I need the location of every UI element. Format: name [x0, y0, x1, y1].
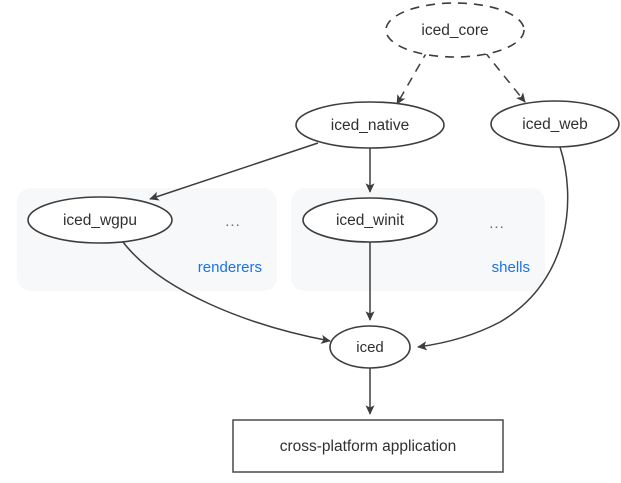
node-iced-web-shape[interactable] — [490, 100, 620, 148]
cluster-shells-label: shells — [492, 259, 530, 276]
node-cross-platform-application[interactable]: cross-platform application — [232, 419, 504, 473]
node-iced-native-shape[interactable] — [295, 101, 445, 149]
shells-more-ellipsis: ... — [489, 215, 505, 232]
node-iced-core-shape[interactable] — [385, 2, 525, 58]
node-iced-label: iced — [356, 339, 384, 356]
edge-core-to-native — [396, 49, 429, 105]
node-iced-web[interactable]: iced_web — [490, 100, 620, 148]
edge-web-to-iced — [417, 146, 569, 351]
node-cross-platform-application-shape[interactable] — [232, 419, 504, 473]
node-iced[interactable]: iced — [329, 325, 411, 369]
renderers-more-ellipsis: ... — [225, 213, 241, 230]
node-iced-wgpu[interactable]: iced_wgpu — [27, 196, 173, 244]
node-iced-web-label: iced_web — [522, 116, 588, 133]
edge-core-to-web — [483, 50, 526, 103]
node-iced-winit[interactable]: iced_winit — [302, 197, 438, 243]
edge-wgpu-to-iced — [122, 241, 331, 344]
node-iced-winit-shape[interactable] — [302, 197, 438, 243]
node-iced-core[interactable]: iced_core — [385, 2, 525, 58]
edge-native-to-wgpu — [149, 142, 319, 201]
node-iced-core-label: iced_core — [421, 22, 488, 39]
node-iced-wgpu-shape[interactable] — [27, 196, 173, 244]
node-iced-winit-label: iced_winit — [336, 212, 405, 229]
node-iced-native-label: iced_native — [331, 117, 409, 134]
node-iced-wgpu-label: iced_wgpu — [63, 212, 137, 229]
node-iced-native[interactable]: iced_native — [295, 101, 445, 149]
node-iced-shape[interactable] — [329, 325, 411, 369]
node-cross-platform-application-label: cross-platform application — [280, 438, 457, 455]
cluster-renderers-label: renderers — [198, 259, 262, 276]
